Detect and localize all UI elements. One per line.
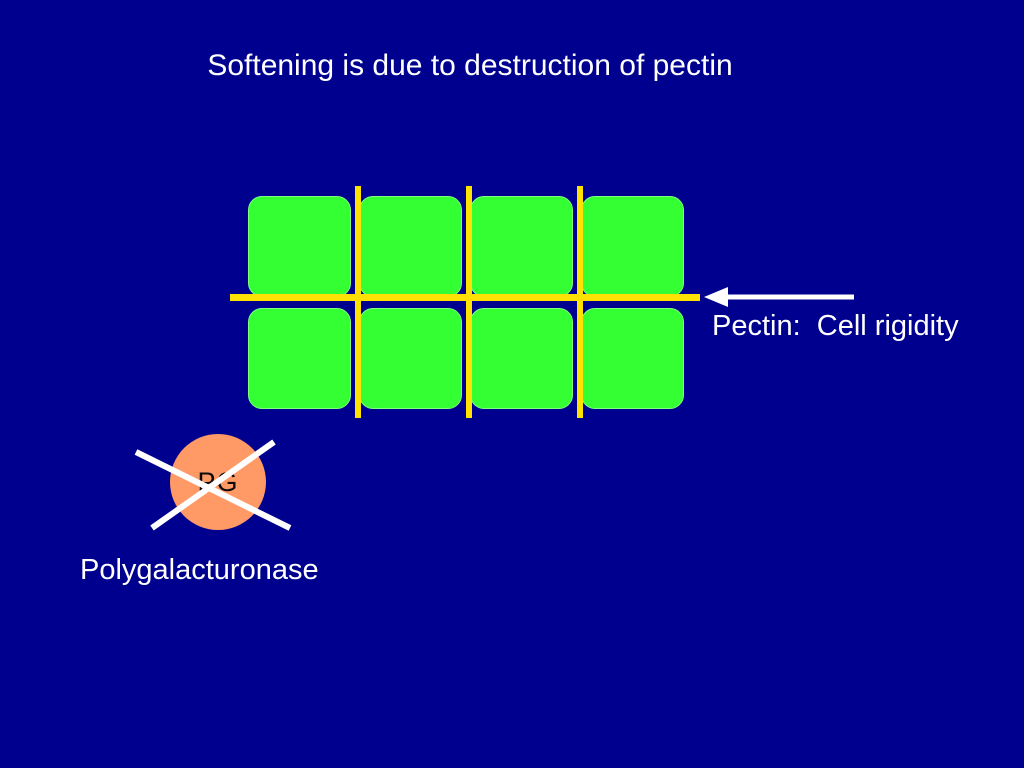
pectin-line-vertical [355, 186, 361, 418]
plant-cell [581, 308, 684, 409]
x-cross-icon [134, 439, 292, 531]
plant-cell [581, 196, 684, 297]
pectin-line-horizontal [230, 294, 700, 301]
plant-cell [470, 196, 573, 297]
pectin-line-vertical [577, 186, 583, 418]
pectin-label: Pectin: Cell rigidity [712, 310, 959, 342]
pectin-line-vertical [466, 186, 472, 418]
plant-cell [359, 308, 462, 409]
plant-cell [470, 308, 573, 409]
plant-cell [359, 196, 462, 297]
enzyme-name: Polygalacturonase [80, 554, 319, 586]
plant-cell [248, 308, 351, 409]
left-arrow-icon [704, 287, 854, 307]
slide-title: Softening is due to destruction of pecti… [207, 49, 733, 82]
plant-cell [248, 196, 351, 297]
